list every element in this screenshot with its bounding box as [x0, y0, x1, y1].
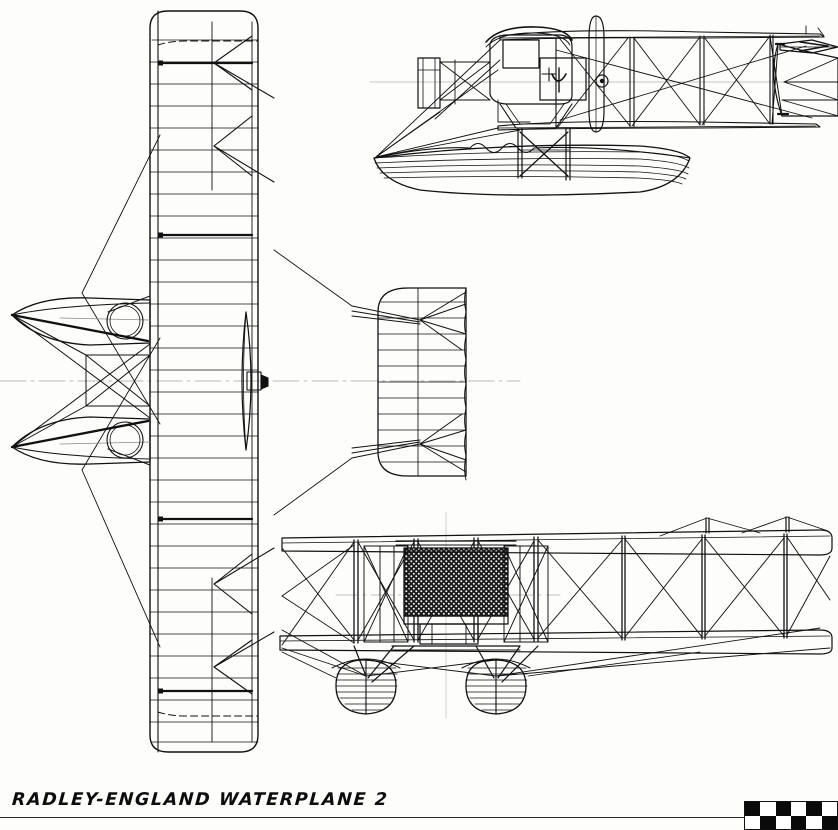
forward-tank [417, 57, 441, 109]
upper-wing-section [499, 30, 825, 41]
front-float-struts [353, 645, 539, 683]
plan-wing [81, 10, 353, 753]
front-lower-bracing [281, 544, 701, 679]
front-upper-wing [281, 516, 833, 556]
front-centre-section [363, 540, 549, 651]
checker-cell [806, 815, 822, 829]
checker-cell [775, 802, 791, 816]
wing-bracing-wires [213, 35, 275, 695]
checker-cell [745, 802, 761, 816]
plan-outer-bracing [81, 134, 353, 648]
lower-wing-front [279, 629, 833, 655]
horizontal-stabiliser [779, 39, 838, 54]
cockpit-coaming [373, 142, 691, 159]
front-floats [281, 627, 831, 715]
checker-cell [821, 802, 837, 816]
plan-floats [10, 295, 151, 466]
aileron-hinge-top [157, 40, 259, 46]
checker-cell [760, 802, 776, 816]
front-lower-wing [279, 629, 833, 655]
side-propeller [588, 15, 609, 133]
side-main-float [373, 142, 691, 196]
plan-tailplane [351, 287, 467, 481]
checker-cell [775, 815, 791, 829]
float-planking-right [465, 667, 528, 711]
plan-float-bracing [11, 295, 151, 466]
side-forward-bracing [375, 39, 521, 158]
kingpost-supports [659, 516, 829, 537]
wing-ribs [149, 39, 259, 743]
checker-cell [745, 815, 761, 829]
checker-cell [806, 802, 822, 816]
side-kingposts [805, 25, 825, 37]
radiator [403, 547, 509, 617]
nacelle-coaming [485, 26, 573, 43]
tailplane-outline [377, 287, 467, 477]
engine-block [539, 57, 587, 101]
propeller-hub-side [595, 74, 609, 88]
side-elevation [369, 15, 838, 196]
plan-propeller [241, 311, 269, 451]
side-wing-cellule [497, 30, 825, 131]
lower-wing-section [497, 120, 821, 131]
rudder [773, 43, 838, 117]
cockpit-box [502, 39, 540, 69]
radiator-detail [541, 67, 557, 82]
plan-cockpit-openings [106, 302, 144, 459]
plan-view [0, 10, 521, 753]
checker-cell [821, 815, 837, 829]
side-tail-group [769, 35, 838, 125]
engine-front [419, 623, 479, 645]
aileron-hinge-bottom [157, 711, 259, 717]
cellule-bracing [557, 35, 771, 128]
float-planking-left [335, 667, 398, 711]
side-nacelle [417, 26, 587, 129]
side-pylon-struts [517, 127, 571, 181]
checker-cell [790, 815, 807, 829]
checkerboard-scale-bar [744, 801, 838, 830]
front-elevation [279, 511, 833, 719]
checker-cell [790, 802, 807, 816]
checker-cell [760, 815, 776, 829]
